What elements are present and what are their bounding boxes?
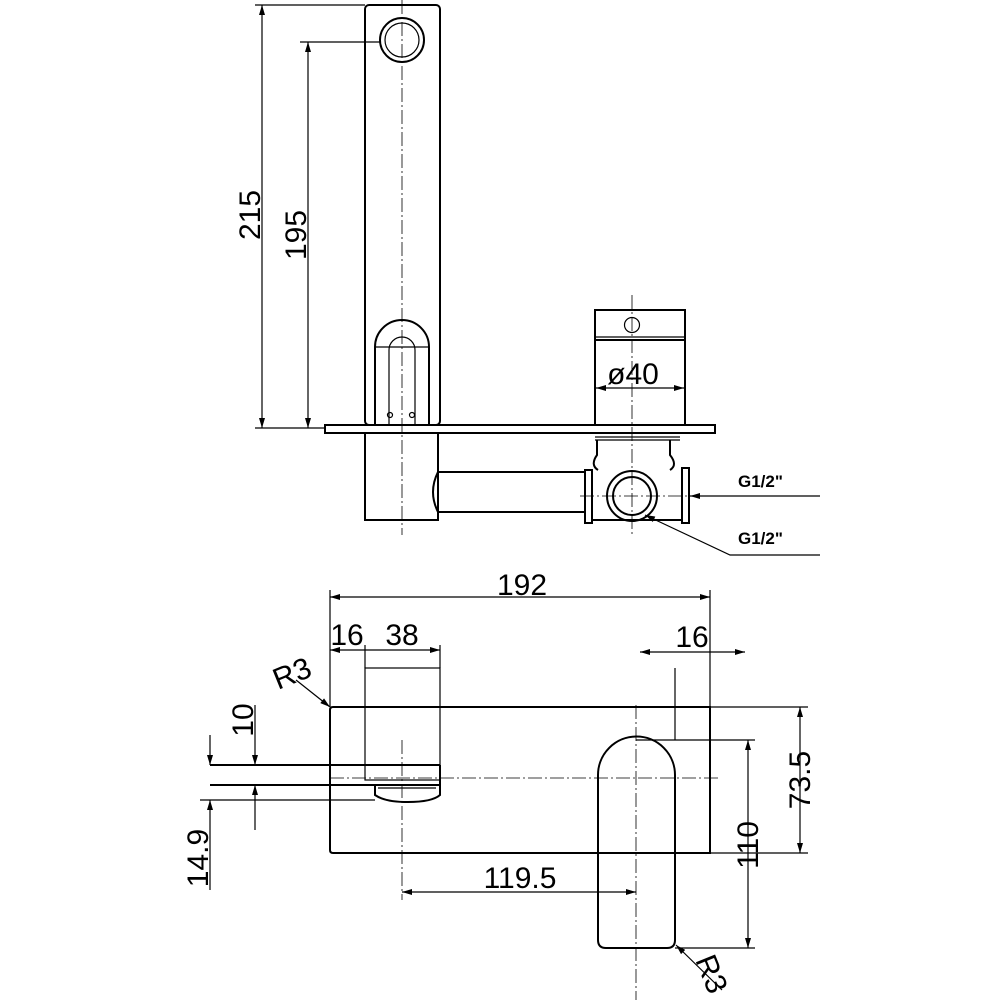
dim-right-offset: 16 [675,621,708,654]
dim-total-height: 215 [234,190,267,240]
wall-plate [324,424,716,434]
handle-plan [597,735,676,949]
dim-handle-length: 110 [732,821,765,869]
spout-outline [364,4,441,426]
spout-body [364,432,439,521]
dim-centers: 119.5 [484,862,557,895]
dim-outlet-height: 195 [280,210,313,260]
dim-plate-height: 73.5 [784,751,817,809]
inlet-label-1: G1/2" [738,472,783,491]
dim-overall-width: 192 [497,569,547,602]
side-view: 215 195 ø40 G1/2" G1/2" [234,0,820,556]
dim-handle-diameter: ø40 [607,358,659,391]
handle [594,309,686,426]
spout-plan [210,764,441,804]
valve-body [580,432,690,524]
inlet-label-2: G1/2" [738,529,783,548]
wall-plate-outline [329,706,711,854]
spout-body-plan [364,667,441,781]
plan-view: 192 16 38 16 R3 R3 10 14.9 73.5 110 119.… [182,569,817,1000]
radius-bottom: R3 [689,950,734,998]
dim-spout-outlet: 14.9 [182,829,215,887]
dim-spout-thickness: 10 [227,703,260,736]
connecting-pipe [432,471,585,513]
dim-spout-body: 38 [385,619,418,652]
dim-left-offset: 16 [330,619,363,652]
